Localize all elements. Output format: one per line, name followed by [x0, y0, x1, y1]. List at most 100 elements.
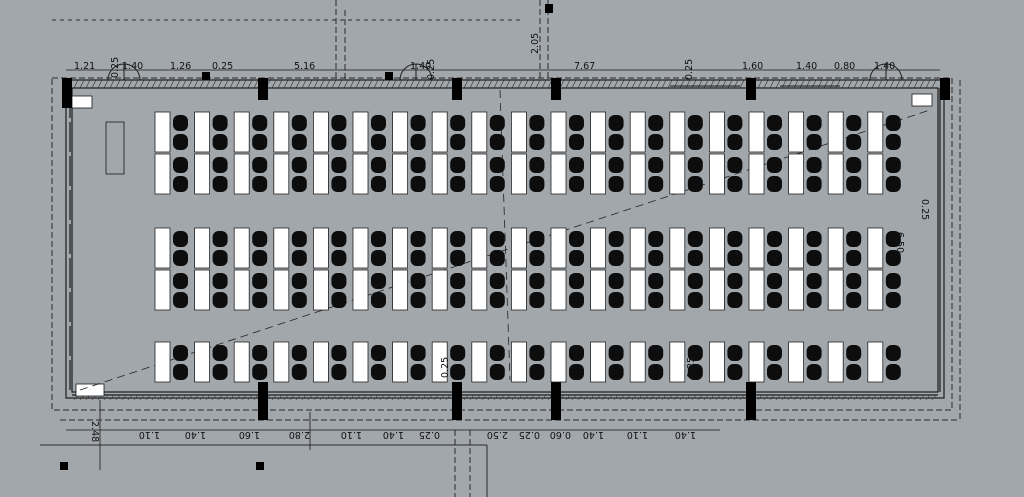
chair: [846, 231, 862, 247]
chair: [489, 176, 505, 192]
chair: [767, 292, 782, 308]
top-dim-label: 0.25: [212, 61, 233, 72]
chair: [450, 345, 466, 361]
desk: [312, 341, 329, 383]
chair: [529, 231, 545, 247]
chair: [173, 364, 188, 380]
desk: [273, 269, 290, 311]
chair: [252, 157, 268, 173]
chair: [410, 273, 426, 289]
chair: [410, 250, 426, 266]
desk: [748, 227, 765, 269]
openings: [107, 63, 903, 87]
chair: [529, 364, 545, 380]
desk: [510, 269, 527, 311]
chair: [687, 250, 703, 266]
chair: [489, 273, 505, 289]
chair: [687, 273, 703, 289]
chair: [767, 250, 782, 266]
chair: [450, 273, 466, 289]
bottom-dim-label: 1.10: [341, 429, 362, 440]
chair: [252, 176, 268, 192]
chair: [489, 250, 505, 266]
desk: [550, 111, 567, 153]
desk: [352, 227, 369, 269]
chair: [846, 176, 862, 192]
markers: [60, 4, 553, 470]
chair: [212, 231, 228, 247]
chair: [608, 273, 624, 289]
chair: [212, 292, 228, 308]
desk: [233, 111, 250, 153]
desk: [590, 269, 606, 311]
chair: [687, 364, 703, 380]
chair: [410, 345, 426, 361]
desk: [233, 269, 250, 311]
seating-layout: [154, 111, 901, 383]
chair: [212, 364, 228, 380]
desk: [867, 153, 884, 195]
desk: [352, 269, 369, 311]
chair: [608, 345, 624, 361]
chair: [846, 115, 862, 131]
top-dim-label: 0.25: [426, 59, 437, 80]
chair: [252, 134, 268, 150]
chair: [371, 292, 386, 308]
chair: [767, 273, 782, 289]
desk: [748, 269, 765, 311]
desk: [194, 227, 211, 269]
chair: [727, 345, 743, 361]
desk: [550, 269, 567, 311]
chair: [212, 115, 228, 131]
desk: [867, 341, 884, 383]
desk: [352, 341, 369, 383]
desk: [590, 153, 606, 195]
chair: [450, 292, 466, 308]
chair: [410, 134, 426, 150]
chair: [410, 292, 426, 308]
desk: [392, 153, 409, 195]
desk: [431, 111, 448, 153]
chair: [291, 231, 307, 247]
chair: [529, 115, 545, 131]
chair: [371, 250, 386, 266]
desk: [748, 153, 765, 195]
desk: [748, 111, 765, 153]
desk: [550, 227, 567, 269]
chair: [252, 345, 268, 361]
chair: [608, 364, 624, 380]
chair: [687, 157, 703, 173]
chair: [687, 115, 703, 131]
auxiliary-dimensions: 2.05 0.25 6.50 2.48: [89, 33, 930, 442]
desk: [590, 111, 606, 153]
top-dim-label: 1.40: [410, 61, 431, 72]
chair: [648, 231, 664, 247]
chair: [291, 345, 307, 361]
chair: [529, 176, 545, 192]
chair: [569, 345, 584, 361]
chair: [885, 292, 901, 308]
top-dim-label: 1.21: [74, 61, 95, 72]
chair: [806, 292, 822, 308]
desk: [471, 269, 488, 311]
chair: [569, 273, 584, 289]
chair: [648, 364, 664, 380]
desk: [709, 269, 725, 311]
chair: [410, 231, 426, 247]
desk: [312, 227, 329, 269]
desk: [510, 111, 527, 153]
chair: [212, 250, 228, 266]
desk: [590, 341, 606, 383]
chair: [529, 292, 545, 308]
chair: [252, 115, 268, 131]
desk: [194, 153, 211, 195]
chair: [450, 250, 466, 266]
chair: [450, 157, 466, 173]
chair: [371, 345, 386, 361]
desk: [669, 153, 686, 195]
chair: [529, 134, 545, 150]
chair: [291, 292, 307, 308]
right-side-dim: 0.25: [919, 199, 930, 220]
chair: [648, 134, 664, 150]
chair: [410, 157, 426, 173]
